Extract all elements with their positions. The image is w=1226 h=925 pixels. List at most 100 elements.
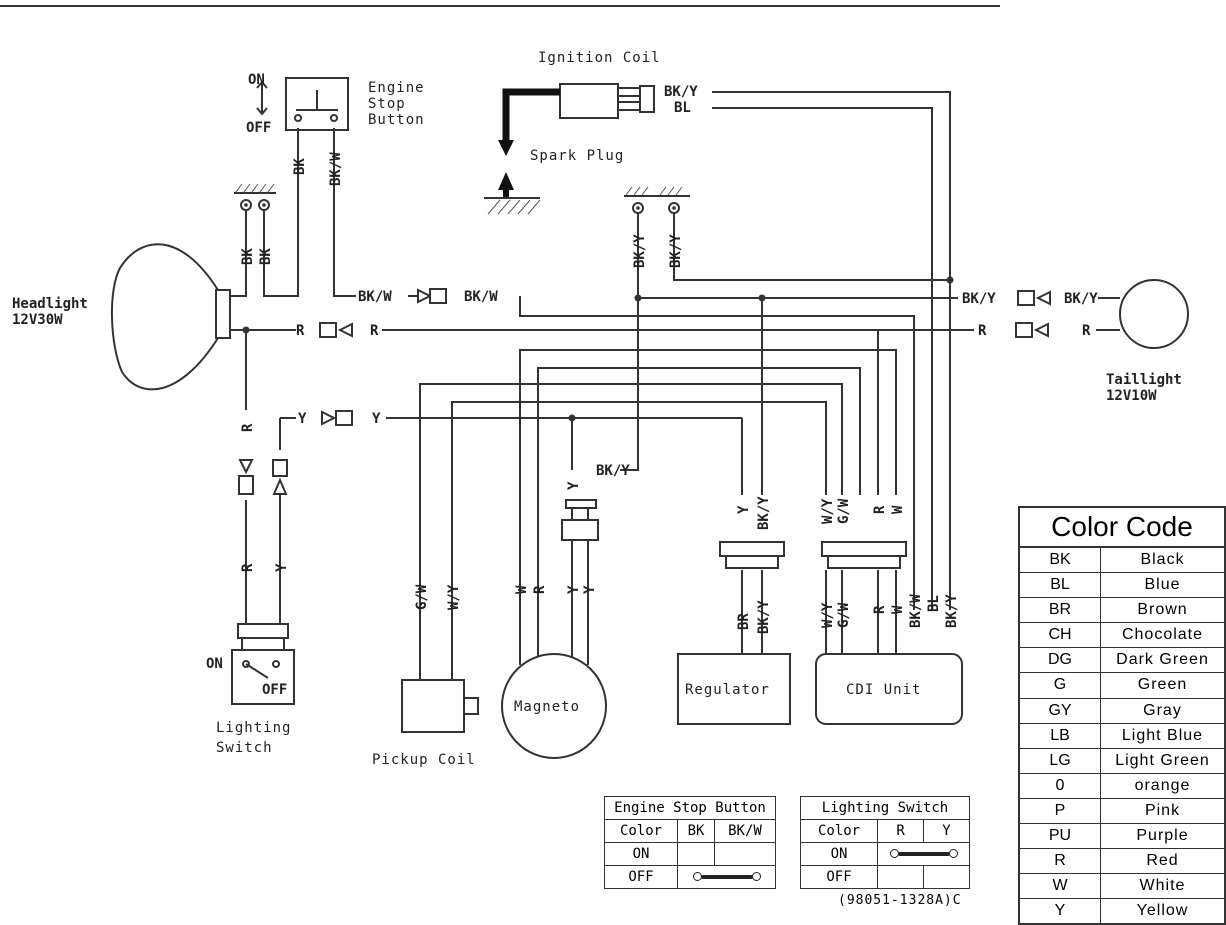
vlabel-r-ls: R	[240, 563, 256, 572]
vlabel-bky-gnd-1: BK/Y	[632, 234, 648, 268]
headlight-label-1: Headlight	[12, 296, 88, 312]
regulator-label: Regulator	[685, 682, 770, 698]
color-name: Green	[1137, 676, 1188, 694]
vlabel-y-mag-top: Y	[566, 481, 582, 490]
vlabel-r-ls-top: R	[240, 423, 256, 432]
bky-label-tail-2: BK/Y	[1064, 291, 1098, 307]
color-code: G	[1020, 673, 1101, 698]
pickup-coil-label: Pickup Coil	[372, 752, 476, 768]
wire-labels-vertical: BK BK/W BK BK BK/Y BK/Y R R Y G/W W/Y W …	[240, 152, 960, 634]
vlabel-y-ls: Y	[274, 563, 290, 572]
engine-stop-row-on: ON	[603, 842, 679, 866]
ls-on-label: ON	[206, 656, 223, 672]
color-name: Yellow	[1136, 902, 1189, 920]
vlabel-gw-pickup: G/W	[414, 584, 430, 610]
color-code: GY	[1020, 698, 1101, 723]
engine-stop-header-color: Color	[603, 819, 679, 843]
color-code: Y	[1020, 899, 1101, 924]
color-code-row: Y Yellow	[1020, 899, 1224, 924]
taillight-symbol	[1119, 279, 1189, 349]
stop-off-label: OFF	[246, 120, 271, 136]
color-name: Purple	[1136, 827, 1189, 845]
lighting-switch-header-y: Y	[923, 819, 970, 843]
taillight-label-2: 12V10W	[1106, 388, 1157, 404]
coil-bky-label: BK/Y	[664, 84, 698, 100]
lighting-switch-header-r: R	[877, 819, 925, 843]
cdi-unit-symbol	[815, 653, 963, 725]
vlabel-y-mag-1: Y	[566, 585, 582, 594]
vlabel-bky-reg-low: BK/Y	[756, 600, 772, 634]
r-label-1: R	[296, 323, 305, 339]
engine-stop-table: Engine Stop Button Color BK BK/W ON OFF	[603, 796, 777, 889]
vlabel-w-cdi: W	[890, 505, 906, 514]
color-code: R	[1020, 849, 1101, 874]
regulator-symbol	[677, 653, 791, 725]
vlabel-br-reg: BR	[736, 613, 752, 630]
lighting-switch-table: Lighting Switch Color R Y ON OFF	[799, 796, 970, 889]
color-name: Light Green	[1115, 751, 1210, 769]
ls-off-label: OFF	[262, 682, 287, 698]
vlabel-r-cdi-low: R	[872, 605, 888, 614]
vlabel-gw-cdi-low: G/W	[836, 602, 852, 628]
stop-on-label: ON	[248, 72, 265, 88]
engine-stop-button-symbol	[256, 77, 349, 131]
ground-headlight	[234, 183, 276, 211]
lighting-switch-row-off: OFF	[799, 865, 879, 889]
ignition-coil-symbol	[559, 83, 619, 119]
ground-tail	[624, 186, 690, 214]
y-label-1: Y	[298, 411, 307, 427]
taillight-label-1: Taillight	[1106, 372, 1182, 388]
magneto-label: Magneto	[514, 699, 580, 715]
lighting-switch-label-2: Switch	[216, 740, 273, 756]
wires	[230, 91, 1120, 665]
lighting-switch-table-title: Lighting Switch	[800, 796, 970, 820]
engine-stop-label-1: Engine	[368, 80, 425, 96]
vlabel-wy-cdi-low: W/Y	[820, 602, 836, 628]
color-name: Red	[1146, 852, 1179, 870]
pickup-coil-symbol	[401, 679, 465, 733]
headlight-symbol	[110, 243, 219, 391]
r-label-3: R	[978, 323, 987, 339]
color-name: orange	[1134, 776, 1191, 794]
vlabel-gw-cdi: G/W	[836, 498, 852, 524]
lighting-switch-symbol	[231, 649, 295, 705]
color-code-title: Color Code	[1020, 508, 1224, 548]
color-code: CH	[1020, 623, 1101, 648]
bky-label-tail-1: BK/Y	[962, 291, 996, 307]
engine-stop-label-2: Stop	[368, 96, 406, 112]
wire-labels-horizontal: BK/W BK/W R R R R BK/Y BK/Y Y Y BK/Y	[296, 289, 1098, 479]
coil-bl-label: BL	[674, 100, 691, 116]
vlabel-bky-reg: BK/Y	[756, 496, 772, 530]
engine-stop-header-bkw: BK/W	[713, 819, 777, 843]
color-code: W	[1020, 874, 1101, 899]
color-code: BK	[1020, 548, 1101, 573]
bky-label-magneto: BK/Y	[596, 463, 630, 479]
color-code: BR	[1020, 598, 1101, 623]
lighting-switch-header-color: Color	[799, 819, 879, 843]
color-code: LG	[1020, 748, 1101, 773]
engine-stop-row-off: OFF	[603, 865, 679, 889]
vlabel-r-cdi: R	[872, 505, 888, 514]
vlabel-wy-pickup: W/Y	[446, 584, 462, 610]
color-name: Dark Green	[1116, 651, 1209, 669]
color-name: Light Blue	[1121, 726, 1204, 744]
vlabel-bkw-stop: BK/W	[328, 152, 344, 186]
vlabel-bkw-cdi: BK/W	[908, 594, 924, 628]
vlabel-wy-cdi: W/Y	[820, 498, 836, 524]
vlabel-bk-stop: BK	[292, 158, 308, 175]
r-label-2: R	[370, 323, 379, 339]
engine-stop-table-title: Engine Stop Button	[604, 796, 776, 820]
vlabel-y-reg: Y	[736, 505, 752, 514]
engine-stop-off-connection	[677, 865, 776, 889]
cdi-unit-label: CDI Unit	[846, 682, 921, 698]
spark-plug-label: Spark Plug	[530, 148, 624, 164]
